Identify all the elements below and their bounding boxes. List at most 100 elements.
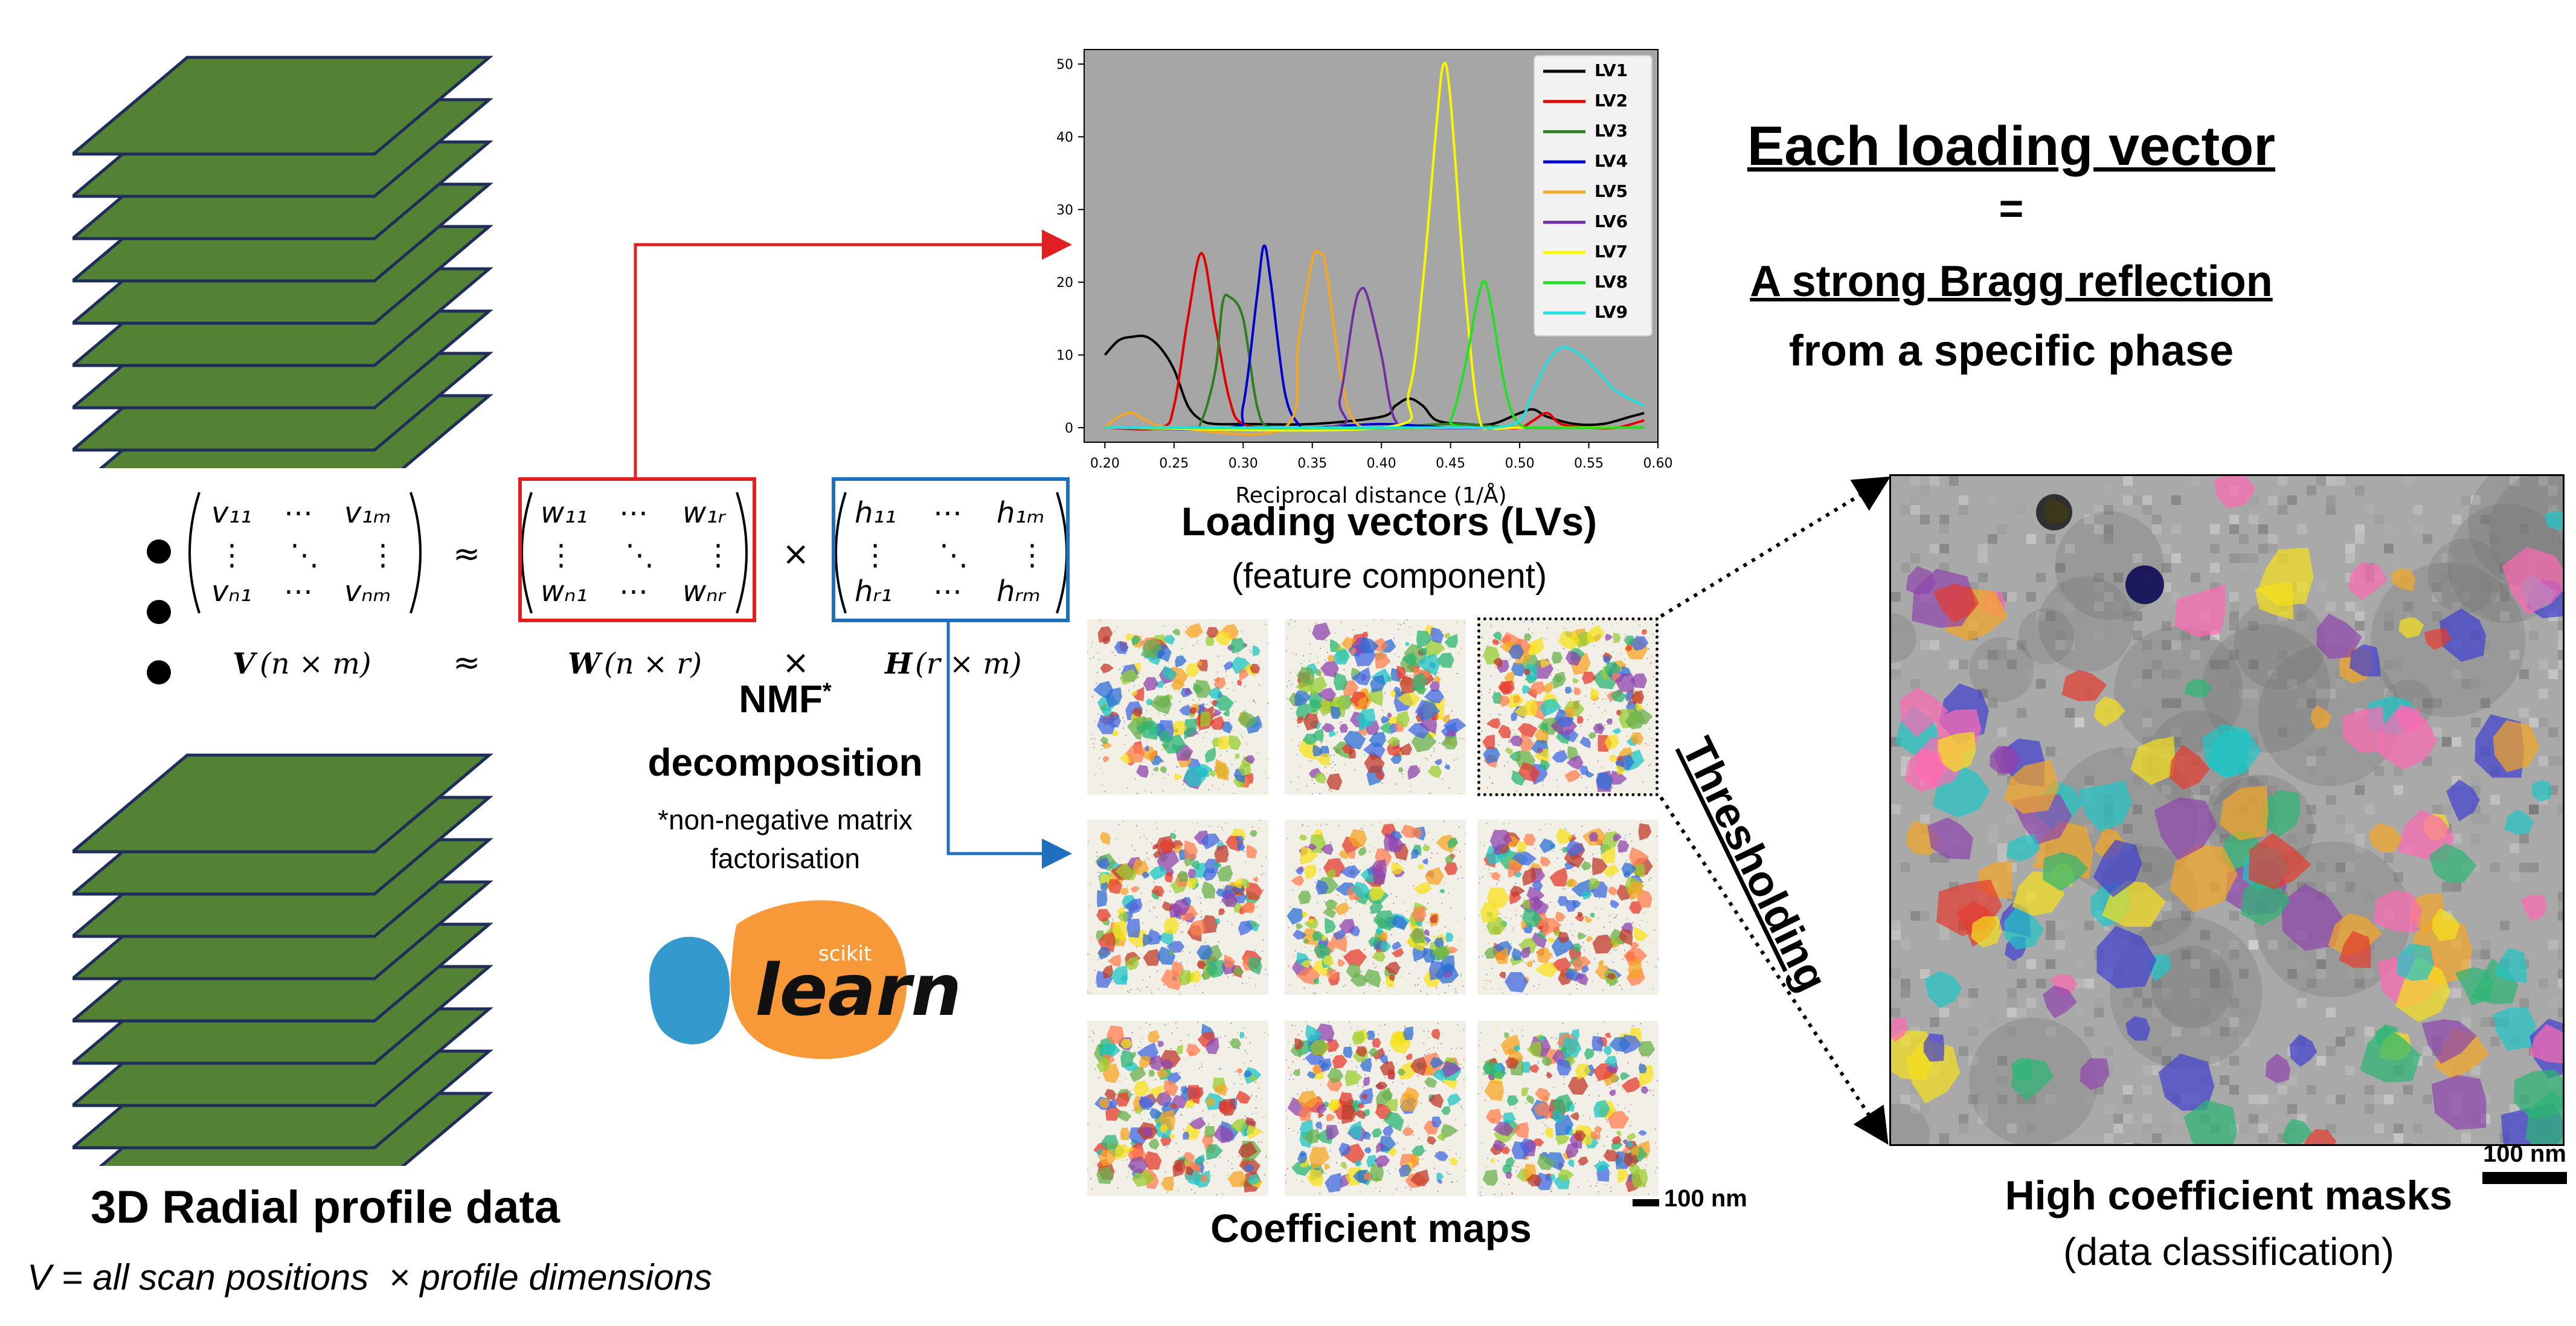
dots-v: ⋮ bbox=[704, 538, 733, 572]
red-arrow bbox=[634, 230, 1072, 477]
dots-h: ⋯ bbox=[284, 496, 313, 530]
grain-mask bbox=[2492, 1007, 2536, 1051]
H-matrix: h₁₁ ⋯ h₁ₘ ⋮ ⋱ ⋮ hᵣ₁ ⋯ hᵣₘ bbox=[835, 492, 1068, 614]
dots-v: ⋮ bbox=[217, 538, 246, 572]
y-tick-label: 30 bbox=[1056, 203, 1073, 218]
bragg-heading: A strong Bragg reflection bbox=[1679, 257, 2343, 306]
nmf-label: NMF bbox=[739, 677, 823, 721]
grain-mask bbox=[1923, 1033, 1945, 1062]
x-tick-label: 0.55 bbox=[1574, 456, 1604, 471]
grain-mask bbox=[2380, 704, 2438, 770]
top-profile-stack bbox=[72, 56, 493, 468]
legend-label-LV1: LV1 bbox=[1595, 60, 1628, 80]
selected-map-frame bbox=[1477, 617, 1659, 796]
grain-mask bbox=[1900, 687, 1949, 738]
W-label: W bbox=[568, 647, 603, 681]
x-tick-label: 0.50 bbox=[1505, 456, 1535, 471]
grain-mask bbox=[2214, 476, 2256, 509]
nmf-title: NMF* bbox=[673, 677, 897, 721]
grain-mask bbox=[2446, 779, 2480, 822]
grain-mask bbox=[2080, 1058, 2110, 1090]
grain-mask bbox=[2429, 843, 2477, 883]
grain-mask bbox=[2154, 797, 2217, 860]
coef-title: Coefficient maps bbox=[1210, 1206, 1532, 1250]
V-matrix: v₁₁ ⋯ v₁ₘ ⋮ ⋱ ⋮ vₙ₁ ⋯ vₙₘ bbox=[188, 492, 422, 614]
coefficient-map bbox=[1477, 1021, 1659, 1196]
nmf-footnote: *non-negative matrix factorisation bbox=[658, 804, 913, 874]
grain-mask bbox=[2368, 823, 2404, 853]
nmf-asterisk: * bbox=[822, 678, 832, 704]
dots-h: ⋯ bbox=[933, 496, 962, 530]
grain-mask bbox=[2397, 943, 2435, 981]
grain-mask bbox=[2304, 1129, 2337, 1144]
sklearn-small-text: scikit bbox=[818, 942, 872, 966]
grain-mask bbox=[2240, 876, 2290, 926]
grain-mask bbox=[2158, 1054, 2215, 1111]
grain-mask bbox=[2502, 547, 2563, 615]
hr1-entry: hᵣ₁ bbox=[855, 574, 892, 608]
grain-mask bbox=[2184, 678, 2212, 697]
grain-mask bbox=[2220, 785, 2269, 841]
grain-mask bbox=[2169, 744, 2210, 790]
dots-d: ⋱ bbox=[290, 538, 319, 572]
dots-h: ⋯ bbox=[933, 574, 962, 608]
v1m-entry: v₁ₘ bbox=[344, 496, 391, 530]
grain-mask bbox=[1971, 916, 2002, 948]
grain-mask bbox=[2493, 720, 2540, 773]
each-lv-heading: Each loading vector bbox=[1679, 115, 2343, 178]
grain-mask bbox=[2183, 1099, 2237, 1144]
coefficient-map bbox=[1087, 820, 1268, 995]
dots-d: ⋱ bbox=[939, 538, 968, 572]
grain-mask bbox=[2094, 697, 2125, 727]
mask-scale-bar bbox=[2482, 1172, 2567, 1184]
coefficient-map bbox=[1477, 619, 1659, 794]
x-tick-label: 0.35 bbox=[1297, 456, 1327, 471]
y-tick-label: 20 bbox=[1056, 275, 1073, 291]
coefficient-map bbox=[1087, 619, 1268, 794]
nmf-equation: v₁₁ ⋯ v₁ₘ ⋮ ⋱ ⋮ vₙ₁ ⋯ vₙₘ ≈ w₁₁ ⋯ w₁ᵣ ⋮ … bbox=[188, 492, 1068, 681]
high-coefficient-mask-image bbox=[1889, 474, 2565, 1146]
grain-mask bbox=[2316, 613, 2362, 659]
grain-mask bbox=[2043, 852, 2089, 891]
grain-mask bbox=[1891, 1017, 1908, 1042]
grain-mask bbox=[2061, 669, 2107, 701]
sklearn-orange-blob bbox=[730, 900, 907, 1059]
grain-mask bbox=[2006, 834, 2041, 862]
x-tick-label: 0.25 bbox=[1159, 456, 1189, 471]
H-label: H bbox=[884, 647, 913, 681]
grain-mask bbox=[1924, 971, 1962, 1008]
wnr-entry: wₙᵣ bbox=[683, 574, 726, 608]
grain-mask bbox=[2398, 617, 2424, 639]
dots-v: ⋮ bbox=[861, 538, 890, 572]
grain-mask bbox=[2529, 1024, 2563, 1064]
W-dims: (n × r) bbox=[604, 647, 702, 681]
dots-v: ⋮ bbox=[547, 538, 576, 572]
legend-label-LV8: LV8 bbox=[1595, 272, 1628, 292]
coefficient-map-grid bbox=[1087, 619, 1659, 1196]
grain-mask bbox=[2004, 907, 2044, 950]
grain-mask bbox=[2360, 1025, 2421, 1083]
x-tick-label: 0.20 bbox=[1090, 456, 1120, 471]
grain-mask bbox=[2265, 1054, 2290, 1084]
grain-mask bbox=[2455, 967, 2494, 1006]
dots-h: ⋯ bbox=[284, 574, 313, 608]
grain-mask bbox=[2170, 843, 2238, 912]
lv-subtitle: (feature component) bbox=[1231, 556, 1547, 596]
grain-mask bbox=[2391, 568, 2416, 591]
coefficient-map bbox=[1285, 1021, 1466, 1196]
legend-label-LV6: LV6 bbox=[1595, 211, 1628, 231]
bullet-dot-1 bbox=[147, 539, 171, 564]
grain-mask bbox=[2003, 759, 2060, 814]
mask-scale-label: 100 nm bbox=[2483, 1141, 2566, 1167]
H-highlight-box bbox=[832, 477, 1070, 622]
masks-subtitle: (data classification) bbox=[2063, 1230, 2394, 1273]
grain-mask bbox=[1904, 748, 1945, 793]
legend-box bbox=[1534, 55, 1653, 336]
x-axis-label: Reciprocal distance (1/Å) bbox=[1235, 482, 1506, 507]
profile-layer bbox=[72, 753, 493, 854]
grain-mask bbox=[2011, 1058, 2054, 1101]
left-subtitle: V = all scan positions × profile dimensi… bbox=[27, 1257, 712, 1298]
grain-mask bbox=[2342, 706, 2385, 753]
h11-entry: h₁₁ bbox=[855, 496, 896, 530]
